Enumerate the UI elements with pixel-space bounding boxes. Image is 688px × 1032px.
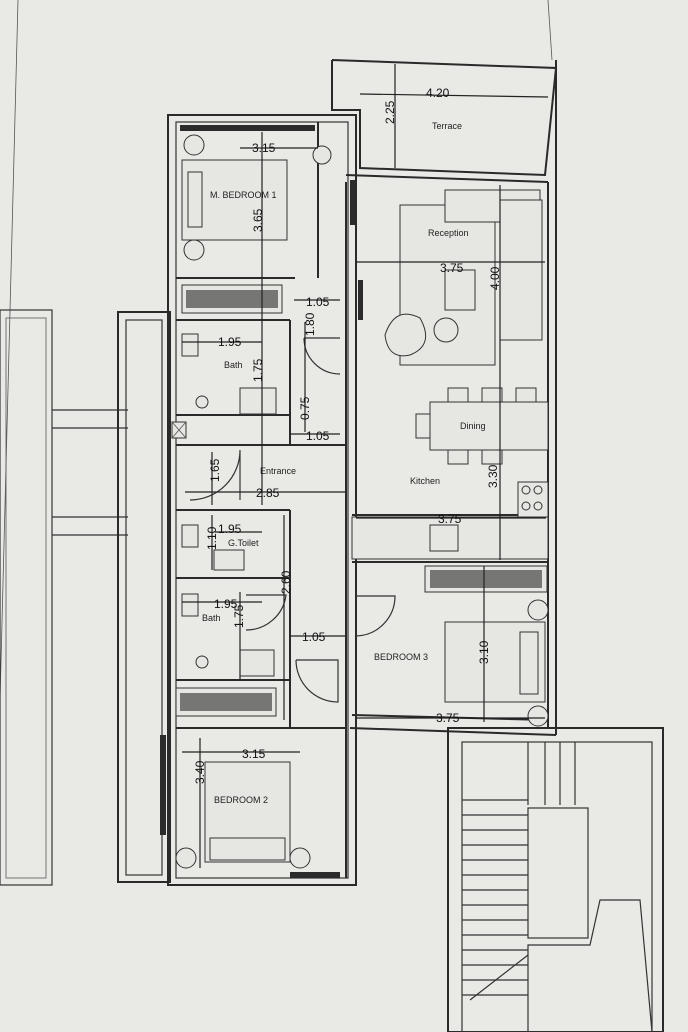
dim-closet-2: 1.05 bbox=[306, 429, 330, 443]
dimension-lines bbox=[182, 132, 546, 868]
label-entrance: Entrance bbox=[260, 466, 296, 476]
dim-closet-3: 1.05 bbox=[302, 630, 326, 644]
wardrobe-1 bbox=[181, 284, 283, 314]
outer-walls bbox=[117, 60, 557, 886]
dim-entrance-depth: 1.65 bbox=[208, 458, 222, 482]
doors bbox=[189, 337, 396, 703]
dim-closet-1: 1.05 bbox=[306, 295, 330, 309]
dim-bed3-width: 3.75 bbox=[436, 711, 460, 725]
dim-bed2-depth: 3.40 bbox=[193, 760, 207, 784]
dim-gtoilet-width: 1.95 bbox=[218, 522, 242, 536]
dining-table bbox=[415, 387, 549, 465]
label-bedroom-2: BEDROOM 2 bbox=[214, 795, 268, 805]
dim-bath1-width: 1.95 bbox=[218, 335, 242, 349]
label-guest-toilet: G.Toilet bbox=[228, 538, 259, 548]
kitchen-counter bbox=[351, 481, 549, 560]
wardrobe-2 bbox=[175, 687, 277, 717]
label-bath-1: Bath bbox=[224, 360, 243, 370]
dim-bath1-depth: 1.75 bbox=[251, 358, 265, 382]
label-master-bedroom: M. BEDROOM 1 bbox=[210, 190, 277, 200]
label-bath-2: Bath bbox=[202, 613, 221, 623]
dim-gtoilet-depth: 1.10 bbox=[205, 526, 219, 550]
terrace-area bbox=[331, 59, 558, 177]
reception-furniture bbox=[358, 189, 543, 366]
dim-mbed-depth: 3.65 bbox=[251, 208, 265, 232]
label-reception: Reception bbox=[428, 228, 469, 238]
label-terrace: Terrace bbox=[432, 121, 462, 131]
dim-mbed-width: 3.15 bbox=[252, 141, 276, 155]
label-bedroom-3: BEDROOM 3 bbox=[374, 652, 428, 662]
dim-kitchen-width: 3.75 bbox=[438, 512, 462, 526]
dim-terrace-depth: 2.25 bbox=[383, 100, 397, 124]
label-dining: Dining bbox=[460, 421, 486, 431]
dim-corridor-depth: 1.80 bbox=[303, 312, 317, 336]
entrance-cabinet bbox=[171, 421, 187, 439]
paper-edge-left bbox=[0, 0, 19, 701]
master-bed bbox=[180, 125, 355, 261]
neighbour-unit-left bbox=[0, 309, 128, 886]
dim-kitchen-depth: 3.30 bbox=[486, 464, 500, 488]
dim-terrace-width: 4.20 bbox=[426, 86, 450, 100]
dim-reception-depth: 4.00 bbox=[488, 266, 502, 290]
interior-walls bbox=[176, 122, 549, 878]
staircase bbox=[447, 727, 664, 1032]
dim-bath2-width: 1.95 bbox=[214, 597, 238, 611]
dim-reception-width: 3.75 bbox=[440, 261, 464, 275]
bath-2-fixtures bbox=[181, 593, 275, 677]
dim-door-075: 0.75 bbox=[298, 396, 312, 420]
label-kitchen: Kitchen bbox=[410, 476, 440, 486]
dim-bed3-depth: 3.10 bbox=[477, 640, 491, 664]
dim-bath2-depth: 1.75 bbox=[232, 604, 246, 628]
paper-edge-top bbox=[547, 0, 553, 61]
dim-bed2-width: 3.15 bbox=[242, 747, 266, 761]
dim-hall-depth: 2.60 bbox=[279, 570, 293, 594]
dim-entrance-width: 2.85 bbox=[256, 486, 280, 500]
guest-toilet-fixtures bbox=[181, 524, 245, 571]
bath-1-fixtures bbox=[181, 333, 277, 415]
bedroom-2-bed bbox=[160, 735, 340, 878]
bedroom-3-bed bbox=[424, 565, 549, 727]
